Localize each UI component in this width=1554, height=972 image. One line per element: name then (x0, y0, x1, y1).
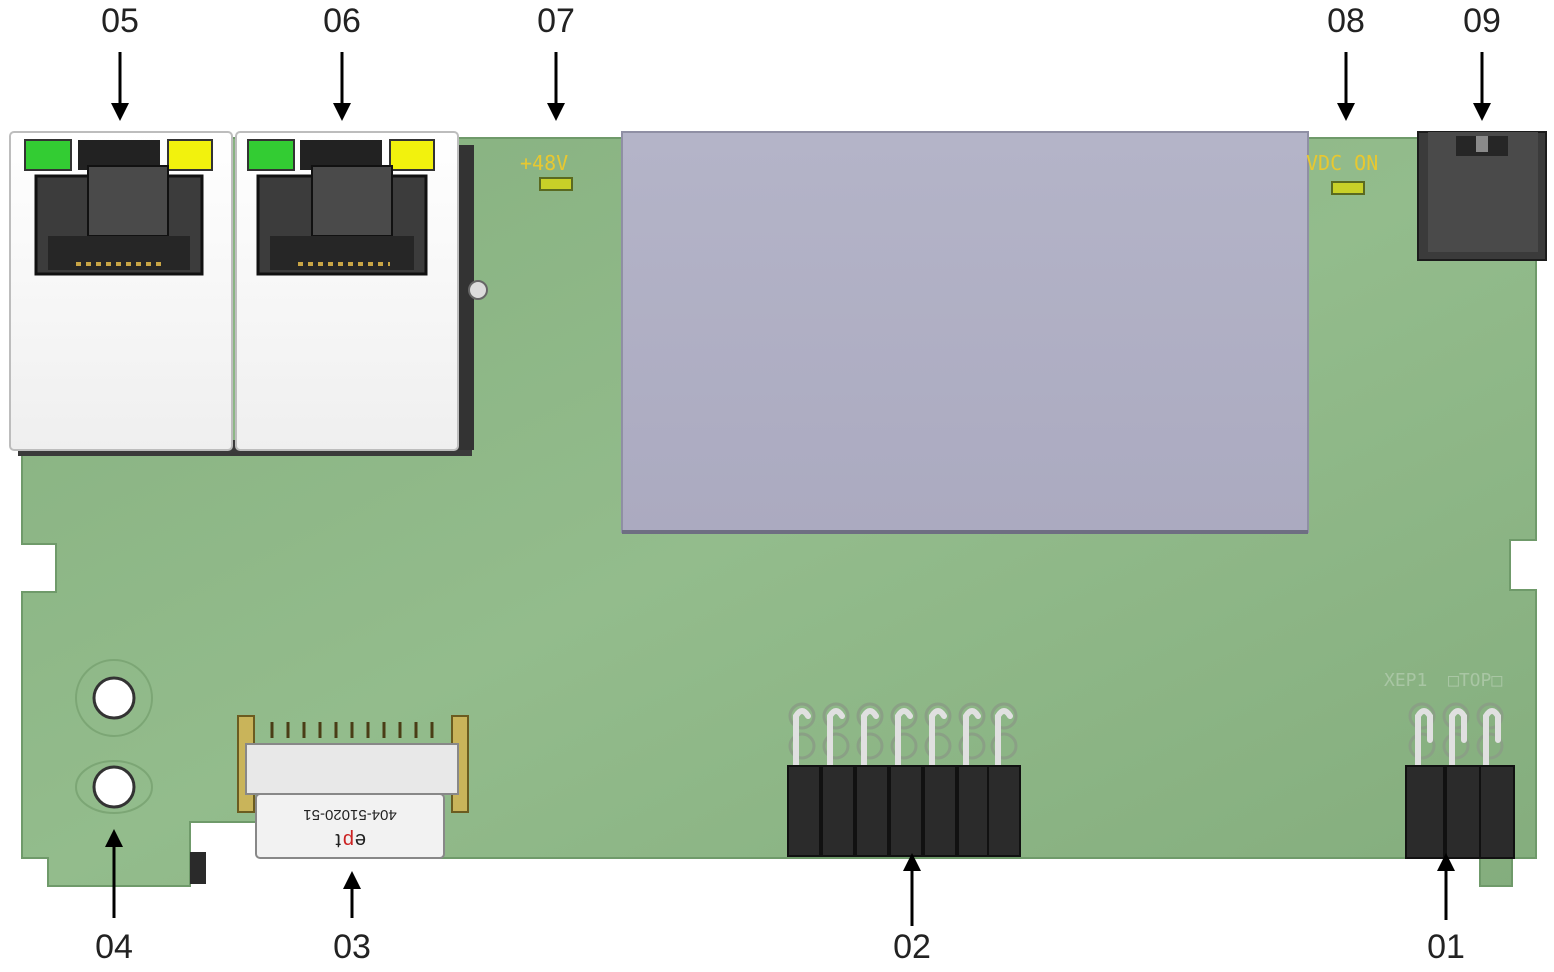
board-standoff-tab (190, 852, 206, 884)
pin-header-02 (787, 702, 1021, 857)
callout-arrows (105, 52, 1491, 926)
callout-01: 01 (1427, 928, 1465, 966)
callout-08: 08 (1327, 2, 1365, 40)
silk-vdc-on-label: VDC ON (1306, 151, 1378, 175)
callout-04: 04 (95, 928, 133, 966)
silk-48v-label: +48V (520, 151, 568, 175)
power-connector-09 (1417, 131, 1547, 261)
ribbon-part-number: 404-51020-51 (303, 806, 396, 823)
silk-xep1-label: XEP1 (1384, 670, 1427, 691)
pin-header-01 (1405, 702, 1515, 859)
callout-06: 06 (323, 2, 361, 40)
activity-led-yellow (389, 139, 435, 171)
callout-03: 03 (333, 928, 371, 966)
ribbon-brand-e: e (355, 829, 366, 851)
power-module (621, 131, 1309, 533)
callout-07: 07 (537, 2, 575, 40)
mounting-holes-04 (75, 659, 153, 814)
rj45-jack-06 (235, 131, 488, 456)
silk-top-label: □TOP□ (1448, 670, 1502, 691)
callout-02: 02 (893, 928, 931, 966)
link-led-green (247, 139, 295, 171)
led-vdc-on (1331, 181, 1365, 195)
callout-09: 09 (1463, 2, 1501, 40)
led-48v (539, 177, 573, 191)
rj45-jack-05 (9, 131, 250, 456)
activity-led-yellow (167, 139, 213, 171)
callout-05: 05 (101, 2, 139, 40)
ribbon-connector-03: 404-51020-51 e p t (237, 715, 469, 859)
ribbon-brand-p: p (343, 829, 354, 851)
ribbon-brand-t: t (335, 829, 341, 851)
link-led-green (24, 139, 72, 171)
